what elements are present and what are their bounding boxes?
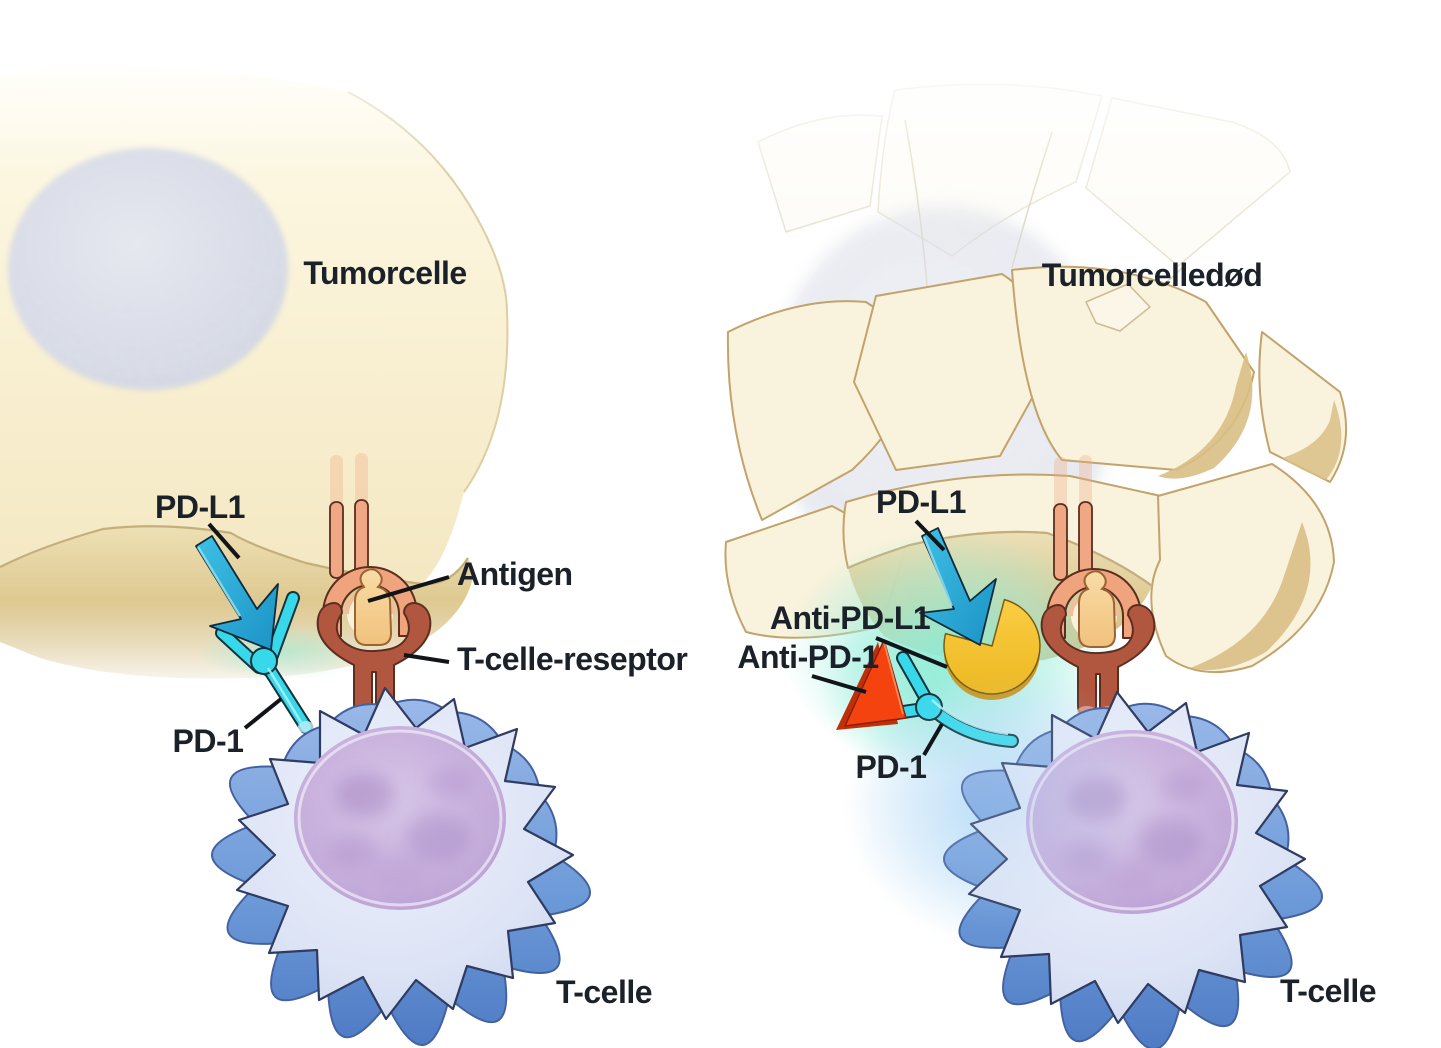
label-pdl1-left: PD-L1 [155,489,245,525]
label-tcr: T-celle-reseptor [457,641,687,677]
t-cell [212,688,590,1045]
pd1-highlight [266,667,303,723]
pointer-pd1 [922,722,944,757]
label-anti-pdl1: Anti-PD-L1 [770,600,930,636]
pointer-pdl1 [207,522,241,560]
panel-right: Tumorcelledød PD-L1 Anti-PD-L1 Anti-PD-1… [724,58,1440,1048]
tumor-fragments [724,265,1348,674]
label-pd1-left: PD-1 [173,723,244,759]
pd1-membrane-cap [298,721,314,733]
label-tcelle-left: T-celle [556,974,652,1010]
label-tcelle-right: T-celle [1280,973,1376,1009]
tumor-top-fade [0,55,530,175]
label-anti-pd1: Anti-PD-1 [737,639,878,675]
fragment-edges [1158,352,1342,670]
fragments-top-fade [725,58,1440,238]
pointer-pdl1 [914,519,946,552]
pdl1-highlight [196,546,242,617]
pointer-tcr [403,653,450,664]
panel-left: Tumorcelle PD-L1 Antigen T-celle-resepto… [0,55,688,1045]
pointer-antigen [367,575,450,603]
pdl1-arrow [195,535,279,651]
pointer-anti-pdl1 [875,636,948,669]
label-tumorcelle: Tumorcelle [303,255,466,291]
pd1-receptor [215,591,314,734]
pdl1-ligand [195,535,279,651]
labels-left: Tumorcelle PD-L1 Antigen T-celle-resepto… [155,255,688,1010]
tumor-nucleus-texture [10,150,286,388]
labels-right: Tumorcelledød PD-L1 Anti-PD-L1 Anti-PD-1… [737,257,1376,1009]
label-pd1-right: PD-1 [856,749,927,785]
fragment-small [1085,283,1151,332]
pointer-pd1 [243,697,283,730]
pdl1-arrow [919,527,997,646]
pointer-anti-pd1 [811,674,867,694]
label-pdl1-right: PD-L1 [876,484,966,520]
anti-pd1-highlight [883,641,904,715]
label-antigen: Antigen [457,556,573,592]
label-tumorcelledoed: Tumorcelledød [1042,257,1262,293]
pd1-joint [250,647,278,675]
anti-pd1-body [844,639,907,727]
pdl1-ligand-right [919,527,997,646]
glow-blue-halo [860,670,1160,930]
anti-pd1-drug [836,639,907,730]
pdl1-highlight [922,536,954,607]
